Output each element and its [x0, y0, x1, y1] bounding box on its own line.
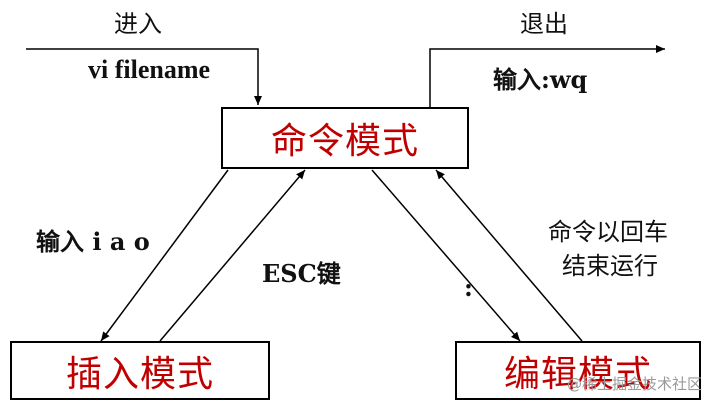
watermark: @稀土掘金技术社区	[566, 375, 702, 393]
edit-mode-label: 编辑模式	[503, 353, 652, 395]
esc-key-label: ESC键	[262, 259, 341, 288]
command-mode-label: 命令模式	[270, 121, 419, 162]
enter-label: 进入	[114, 10, 162, 38]
command-run-label-line1: 命令以回车	[548, 218, 668, 246]
insert-mode-label: 插入模式	[65, 353, 214, 395]
command-to-edit-arrow	[371, 169, 521, 342]
command-to-insert-arrow	[100, 169, 229, 342]
input-iao-label: 输入 i a o	[36, 227, 150, 256]
enter-arrow	[26, 48, 262, 105]
edit-mode-box: 编辑模式	[455, 341, 701, 400]
colon-label: :	[464, 273, 473, 302]
exit-label: 退出	[520, 10, 568, 38]
exit-arrow	[429, 45, 665, 107]
input-wq-label: 输入:wq	[493, 65, 588, 94]
edit-to-command-arrow	[435, 169, 583, 342]
command-run-label-line2: 结束运行	[562, 252, 658, 280]
insert-mode-box: 插入模式	[10, 341, 270, 400]
insert-to-command-arrow	[159, 169, 306, 342]
command-mode-box: 命令模式	[221, 107, 469, 169]
vi-filename-label: vi filename	[88, 55, 211, 84]
